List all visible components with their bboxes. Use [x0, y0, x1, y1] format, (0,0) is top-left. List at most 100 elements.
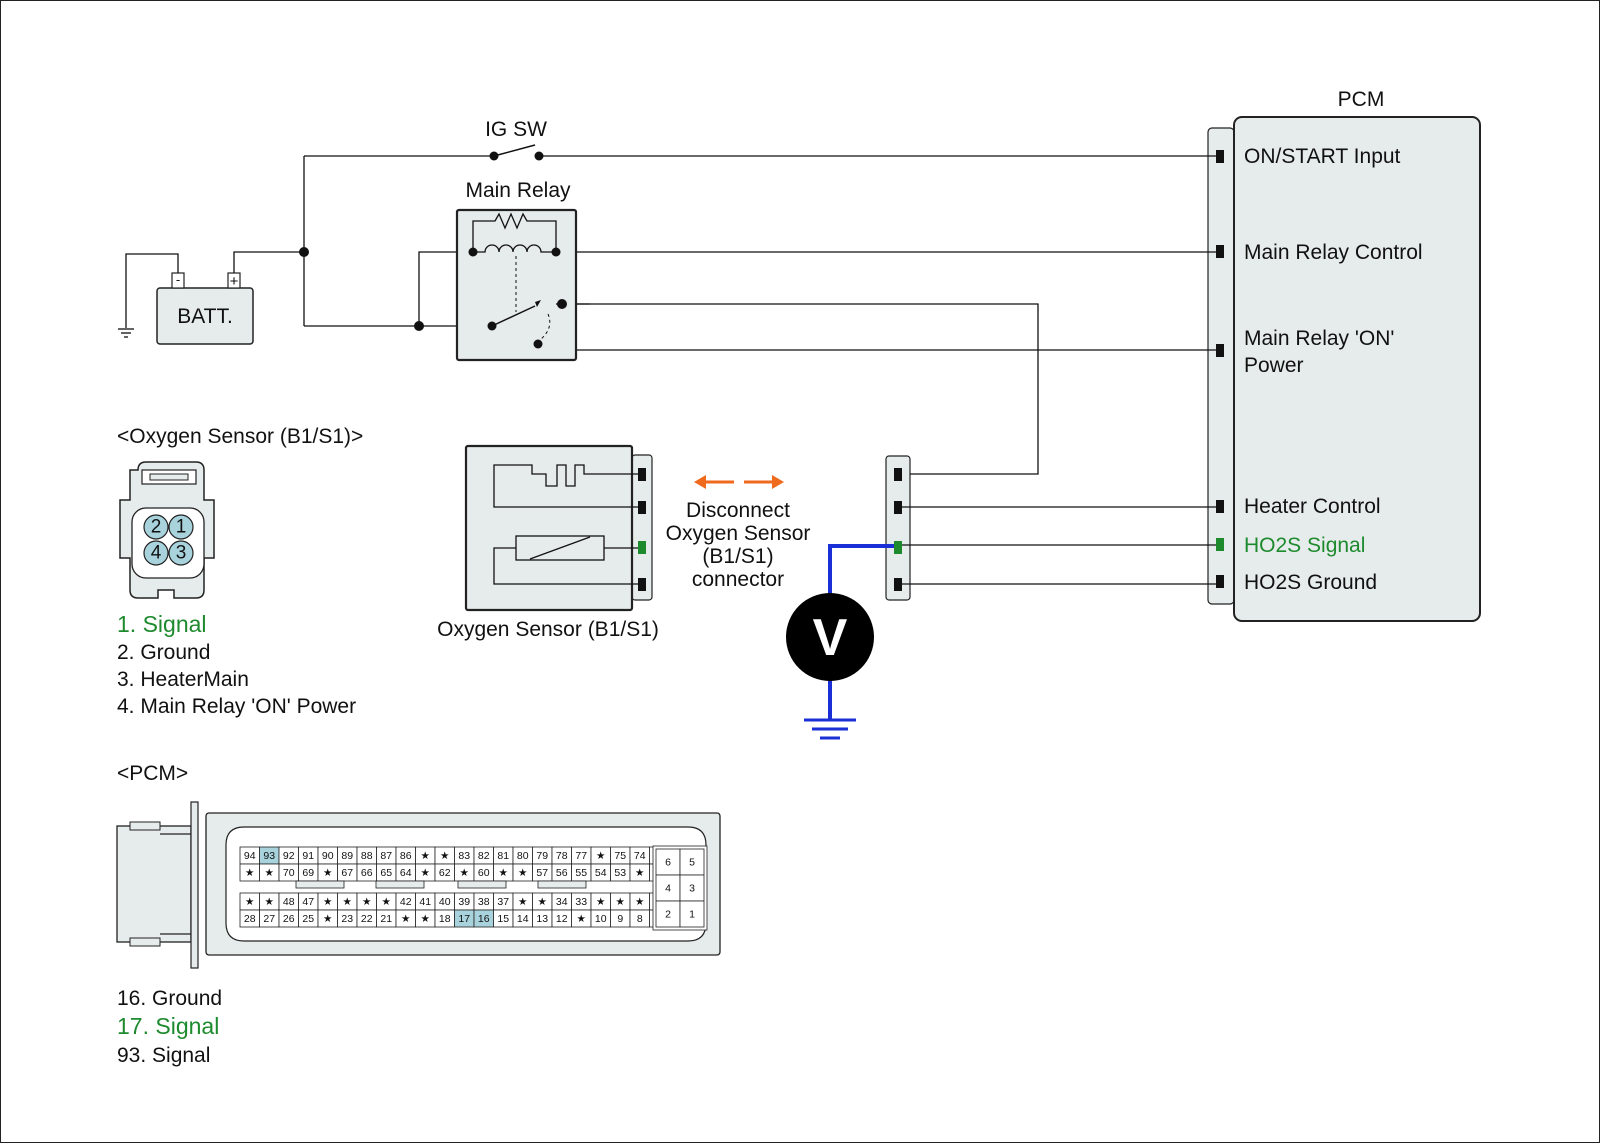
svg-text:(B1/S1): (B1/S1): [702, 545, 773, 568]
pcm-pin-label: ★: [323, 867, 333, 879]
svg-text:Disconnect: Disconnect: [686, 499, 790, 522]
pcm-pin-label: ★: [635, 896, 645, 908]
oxygen-legend-2: 2. Ground: [117, 641, 210, 664]
pcm-pin-label: 94: [244, 850, 256, 862]
pcm-pin-main-relay-on-power: [1216, 344, 1224, 357]
pcm-pin-label: 55: [575, 867, 587, 879]
pcm-pin-label: 92: [283, 850, 295, 862]
pcm-pin-label: 42: [400, 896, 412, 908]
pcm-pin-label: 25: [302, 913, 314, 925]
pcm-pin-label: 56: [556, 867, 568, 879]
oxygen-sensor-connector-view: <Oxygen Sensor (B1/S1)> 2 1 4 3 1. Signa…: [117, 425, 363, 718]
pcm-key-tab: [375, 880, 425, 889]
pcm-pin-label: ★: [245, 867, 255, 879]
battery-plus-sign: +: [230, 273, 239, 290]
pcm-pin-label: 87: [380, 850, 392, 862]
pcm-pin-label: 62: [439, 867, 451, 879]
pcm-label-main-relay-on-power-1: Main Relay 'ON': [1244, 327, 1394, 350]
pcm-pin-label: 40: [439, 896, 451, 908]
voltmeter-icon: [786, 593, 874, 681]
pcm-pin-label: ★: [518, 867, 528, 879]
power-wires: [233, 155, 1216, 475]
pcm-key-tab: [537, 880, 587, 889]
pcm-pin-label: 54: [595, 867, 607, 879]
oxygen-legend-1: 1. Signal: [117, 611, 207, 637]
svg-text:1: 1: [176, 517, 187, 538]
pcm-key-tab: [457, 880, 507, 889]
pcm-title: PCM: [1338, 88, 1385, 111]
pcm-pin-label: 15: [497, 913, 509, 925]
pcm-pin-label: 48: [283, 896, 295, 908]
pcm-pin-label: 10: [595, 913, 607, 925]
oxygen-sensor: Oxygen Sensor (B1/S1): [437, 444, 659, 641]
pcm-pin-label: 33: [575, 896, 587, 908]
pcm-pin-label: 53: [614, 867, 626, 879]
pcm-pin-label: 13: [536, 913, 548, 925]
pcm-legend-2: 17. Signal: [117, 1013, 219, 1039]
pcm-pin-label: 28: [244, 913, 256, 925]
pcm-pin-label: 79: [536, 850, 548, 862]
pcm-pin-label: ★: [635, 867, 645, 879]
battery-ground-wire: [125, 253, 179, 328]
pcm-pin-label: ★: [616, 896, 626, 908]
pcm-pin-label: 34: [556, 896, 568, 908]
svg-text:connector: connector: [692, 568, 784, 591]
pcm-pin-label: 89: [341, 850, 353, 862]
junction-dot: [299, 247, 309, 257]
pcm-pin-label: ★: [343, 896, 353, 908]
pcm-small-pin-cell: [679, 900, 705, 928]
pcm-small-pin-label: 4: [665, 883, 671, 895]
pcm-pin-label: ★: [499, 867, 509, 879]
oxygen-legend-3: 3. HeaterMain: [117, 668, 249, 691]
pcm-pin-label: 80: [517, 850, 529, 862]
pcm-pin-label: 74: [634, 850, 646, 862]
pcm-pin-label: 8: [637, 913, 643, 925]
pcm-small-pin-cell: [655, 900, 681, 928]
pcm-pin-label: 57: [536, 867, 548, 879]
main-relay-label: Main Relay: [465, 179, 571, 202]
pcm-pin-label: 70: [283, 867, 295, 879]
relay-resistor: [472, 212, 557, 252]
pcm-pin-label: 26: [283, 913, 295, 925]
pcm-pin-label: 9: [617, 913, 623, 925]
battery-minus-sign: -: [176, 272, 180, 287]
pcm-pin-label: ★: [323, 913, 333, 925]
svg-text:2: 2: [151, 517, 162, 538]
pcm-plug-body: [116, 825, 192, 943]
probe-wire: [828, 544, 894, 594]
pcm-pin-label: 90: [322, 850, 334, 862]
pcm-key-tab: [295, 880, 345, 889]
pcm-pin-label: 78: [556, 850, 568, 862]
pcm-pin-label: 75: [614, 850, 626, 862]
pcm-pin-label: 23: [341, 913, 353, 925]
relay-switch-arm: [491, 305, 536, 327]
pcm-pin-label: ★: [440, 850, 450, 862]
ignition-switch: IG SW: [485, 118, 547, 161]
pcm-pin-label: ★: [596, 850, 606, 862]
voltmeter-label: V: [813, 609, 848, 667]
pcm-pin-label: 91: [302, 850, 314, 862]
pcm-pin-label: 81: [497, 850, 509, 862]
ig-sw-label: IG SW: [485, 118, 547, 141]
pcm-pin-label: ★: [460, 867, 470, 879]
pcm-pin-label: ★: [538, 896, 548, 908]
pcm-pin-label: ★: [382, 896, 392, 908]
harness-connector-body: [885, 455, 911, 601]
svg-text:Oxygen Sensor: Oxygen Sensor: [666, 522, 811, 545]
pcm-label-main-relay-on-power-2: Power: [1244, 354, 1304, 377]
pcm-pin-main-relay-control: [1216, 245, 1224, 258]
relay-coil-icon: [473, 244, 556, 253]
pcm-pin-label: 18: [439, 913, 451, 925]
pcm-pin-label: ★: [323, 896, 333, 908]
pcm-pin-label: 69: [302, 867, 314, 879]
svg-text:4: 4: [151, 543, 162, 564]
pcm-pin-label: ★: [362, 896, 372, 908]
disconnect-arrows-icon: [694, 475, 784, 489]
pcm-pin-label: 38: [478, 896, 490, 908]
pcm-pin-heater-control: [1216, 500, 1224, 513]
pcm-pin-label: ★: [265, 896, 275, 908]
pcm-pin-label: 41: [419, 896, 431, 908]
pcm-small-pin-cell: [679, 874, 705, 902]
